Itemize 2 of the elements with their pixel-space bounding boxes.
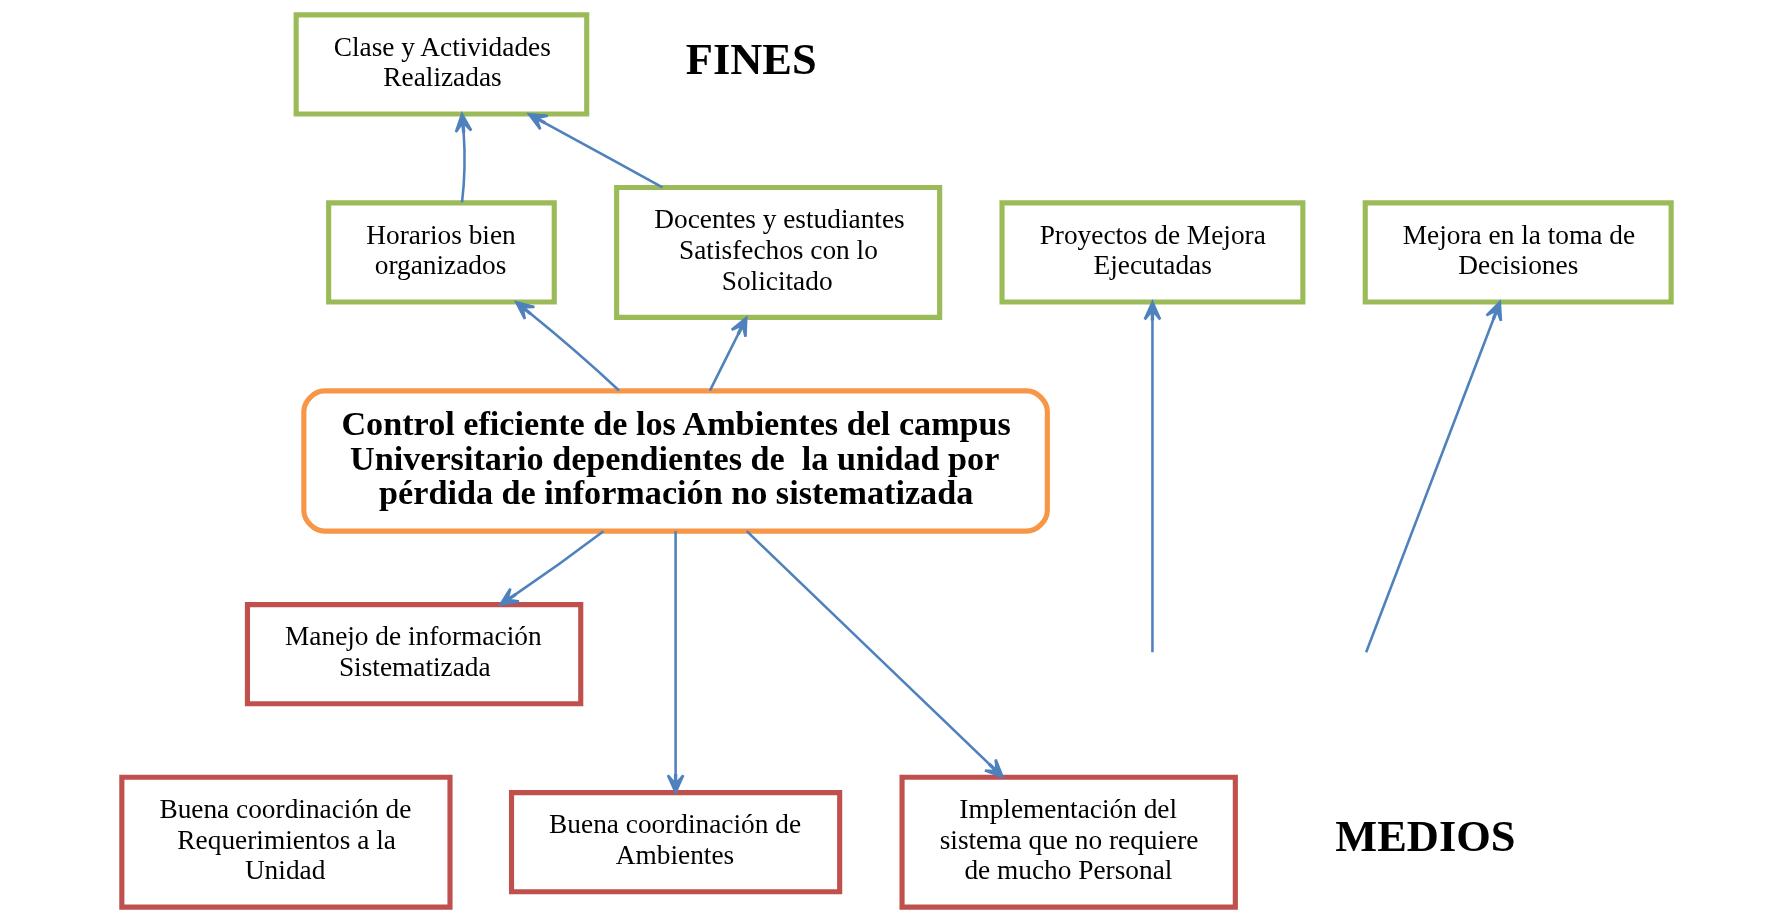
label: FINES xyxy=(685,33,817,84)
label: MEDIOS xyxy=(1334,811,1516,862)
